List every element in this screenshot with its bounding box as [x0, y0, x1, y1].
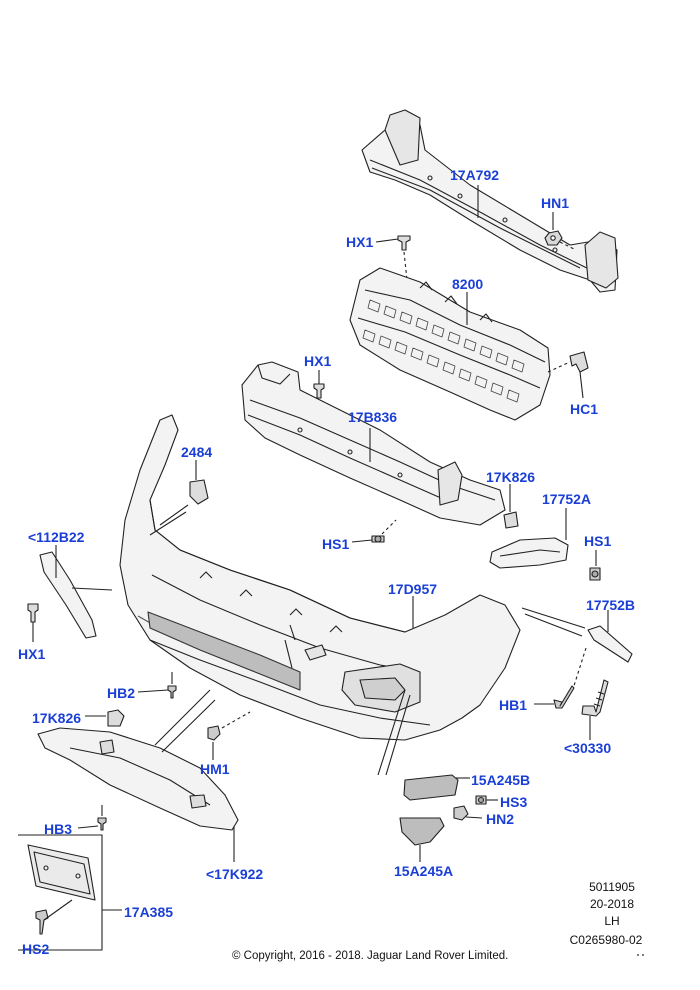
- label-hs2[interactable]: HS2: [22, 941, 50, 957]
- tow-hook-30330: [581, 679, 609, 717]
- label-hs1-left[interactable]: HS1: [322, 536, 350, 552]
- bolt-hm1: [207, 725, 221, 741]
- label-17k922[interactable]: <17K922: [206, 866, 264, 882]
- copyright-notice: © Copyright, 2016 - 2018. Jaguar Land Ro…: [232, 950, 509, 962]
- meta-year-range: 20-2018: [589, 897, 635, 911]
- nut-hn1: [544, 230, 563, 246]
- screw-hs2: [35, 909, 49, 935]
- bumper-cover: [119, 414, 521, 741]
- bracket-2484: [189, 479, 209, 505]
- label-17k826-left[interactable]: 17K826: [32, 710, 82, 726]
- bracket-112b22: [39, 551, 97, 639]
- reflector-17752b: [587, 625, 633, 663]
- radiator-grille: [349, 267, 551, 421]
- label-hb1[interactable]: HB1: [499, 697, 528, 713]
- bracket-17k826-left: [107, 709, 125, 727]
- label-hm1[interactable]: HM1: [200, 761, 230, 777]
- label-17752a[interactable]: 17752A: [542, 491, 592, 507]
- meta-reference: C0265980-02: [569, 933, 643, 947]
- grille-insert-15a245b: [403, 774, 459, 801]
- label-112b22[interactable]: <112B22: [28, 529, 85, 545]
- screw-hs3: [475, 795, 487, 805]
- label-17k826-right[interactable]: 17K826: [486, 469, 536, 485]
- bolt-hb1: [553, 685, 575, 709]
- bracket-17k826-right: [503, 511, 519, 529]
- screw-hs1-right: [589, 567, 601, 581]
- grille-insert-15a245a: [399, 817, 445, 846]
- bolt-hb3: [97, 817, 107, 831]
- label-hx1-left[interactable]: HX1: [18, 646, 46, 662]
- label-15a245a[interactable]: 15A245A: [394, 863, 454, 879]
- label-17a385[interactable]: 17A385: [124, 904, 174, 920]
- label-hb2[interactable]: HB2: [107, 685, 136, 701]
- label-hc1[interactable]: HC1: [570, 401, 599, 417]
- label-17d957[interactable]: 17D957: [388, 581, 438, 597]
- label-15a245b[interactable]: 15A245B: [471, 772, 531, 788]
- screw-hs1-left: [371, 535, 385, 543]
- label-17a792[interactable]: 17A792: [450, 167, 500, 183]
- meta-part-number: 5011905: [589, 880, 635, 894]
- corner-mark: [637, 954, 644, 956]
- license-plate-bracket: [18, 834, 103, 951]
- label-30330[interactable]: <30330: [564, 740, 612, 756]
- engine-undertray: [37, 727, 239, 831]
- label-hx1-top[interactable]: HX1: [346, 234, 374, 250]
- label-17b836[interactable]: 17B836: [348, 409, 398, 425]
- label-hn2[interactable]: HN2: [486, 811, 515, 827]
- clip-hx1-left: [27, 603, 39, 623]
- meta-side: LH: [604, 914, 620, 928]
- label-hn1[interactable]: HN1: [541, 195, 570, 211]
- fog-lamp-17752a: [489, 537, 569, 569]
- label-hb3[interactable]: HB3: [44, 821, 73, 837]
- label-2484[interactable]: 2484: [181, 444, 213, 460]
- bumper-support: [241, 361, 506, 526]
- clip-hc1: [569, 351, 589, 373]
- bolt-hb2: [167, 685, 177, 699]
- bumper-reinforcement-rail: [361, 109, 619, 293]
- clip-hx1-top: [397, 235, 411, 251]
- label-hs3[interactable]: HS3: [500, 794, 528, 810]
- label-8200[interactable]: 8200: [452, 276, 484, 292]
- nut-hn2: [453, 805, 469, 821]
- label-17752b[interactable]: 17752B: [586, 597, 636, 613]
- label-hs1-right[interactable]: HS1: [584, 533, 612, 549]
- clip-hx1-mid: [313, 383, 325, 399]
- label-hx1-mid[interactable]: HX1: [304, 353, 332, 369]
